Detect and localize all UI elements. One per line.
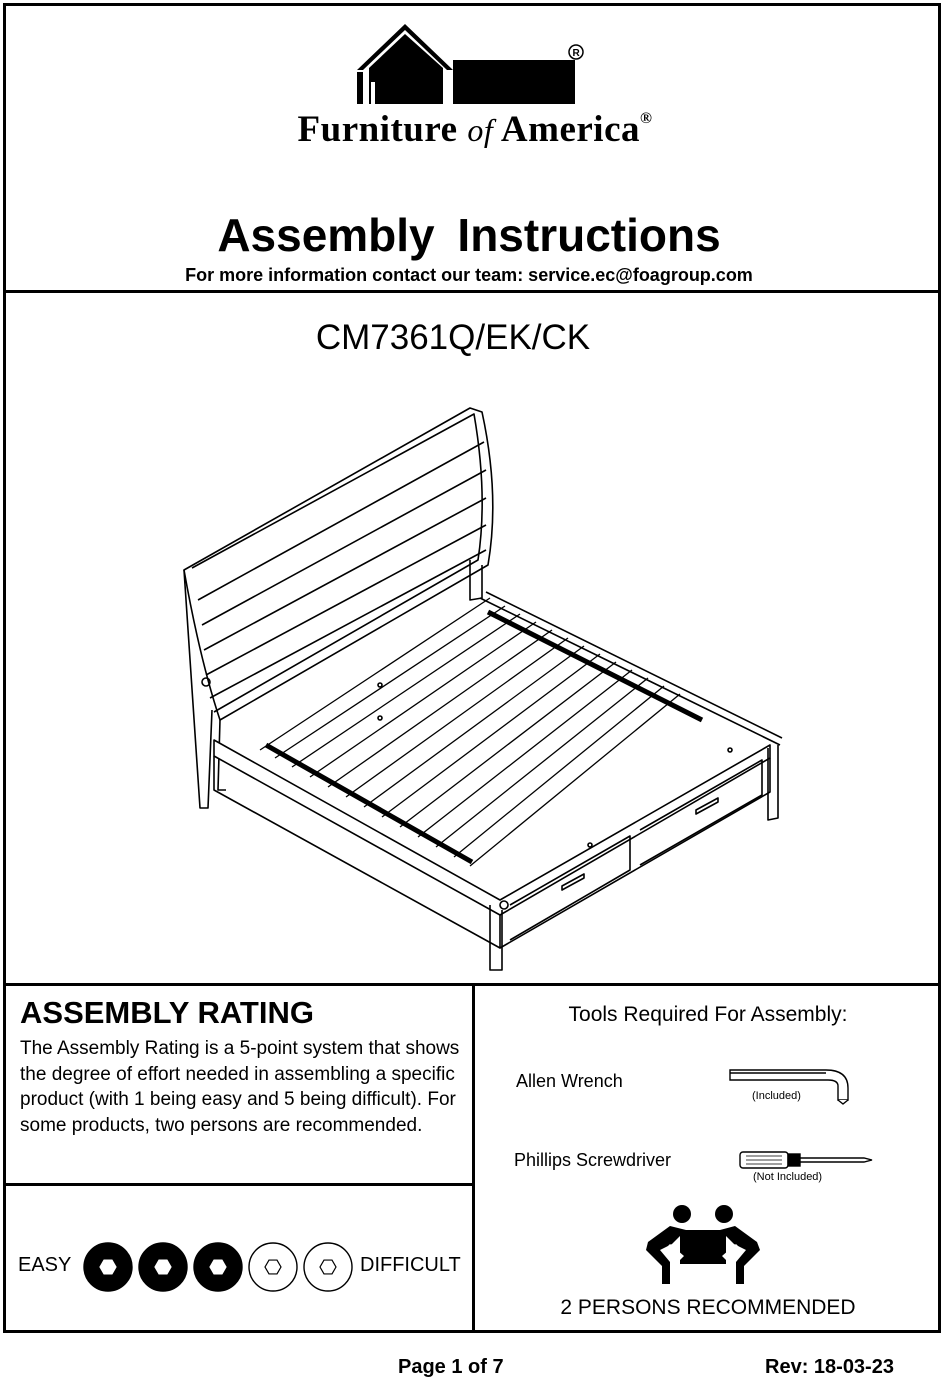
allen-wrench-icon — [729, 1069, 849, 1105]
tool-name-phillips-screwdriver: Phillips Screwdriver — [514, 1150, 672, 1170]
rating-difficult-label: DIFFICULT — [360, 1254, 461, 1276]
two-persons-icon — [646, 1205, 760, 1284]
page-number: Page 1 of 7 — [398, 1356, 504, 1378]
brand-word-america: America — [500, 109, 641, 150]
contact-line: For more information contact our team: s… — [185, 265, 753, 285]
tool-name-allen-wrench: Allen Wrench — [516, 1071, 623, 1091]
rating-dot-empty — [248, 1242, 298, 1292]
rating-dot-empty — [303, 1242, 353, 1292]
brand-word-of: of — [467, 112, 494, 148]
divider-header — [3, 290, 941, 293]
tools-title: Tools Required For Assembly: — [568, 1003, 848, 1026]
rating-dot-filled — [83, 1242, 133, 1292]
divider-vertical — [472, 983, 475, 1333]
bed-illustration — [183, 407, 783, 971]
screwdriver-icon — [739, 1151, 873, 1169]
brand-word-furniture: Furniture — [297, 109, 458, 150]
rating-description: The Assembly Rating is a 5-point system … — [20, 1038, 460, 1136]
model-number: CM7361Q/EK/CK — [315, 318, 591, 357]
tool-note-not-included: (Not Included) — [753, 1171, 823, 1183]
tool-note-included: (Included) — [752, 1090, 801, 1102]
svg-text:R: R — [573, 48, 581, 59]
rating-dot-filled — [138, 1242, 188, 1292]
house-logo-icon: R — [357, 24, 584, 104]
rating-easy-label: EASY — [18, 1254, 72, 1276]
rating-scale — [83, 1242, 353, 1292]
rating-title: ASSEMBLY RATING — [20, 995, 314, 1030]
persons-recommended-label: 2 PERSONS RECOMMENDED — [560, 1296, 856, 1319]
page-title: Assembly Instructions — [217, 209, 721, 261]
brand-registered-mark: ® — [640, 110, 653, 127]
divider-rating — [3, 1183, 473, 1186]
rating-dot-filled — [193, 1242, 243, 1292]
brand-wordmark: Furniture of America® — [0, 108, 950, 151]
revision-date: Rev: 18-03-23 — [765, 1356, 894, 1378]
